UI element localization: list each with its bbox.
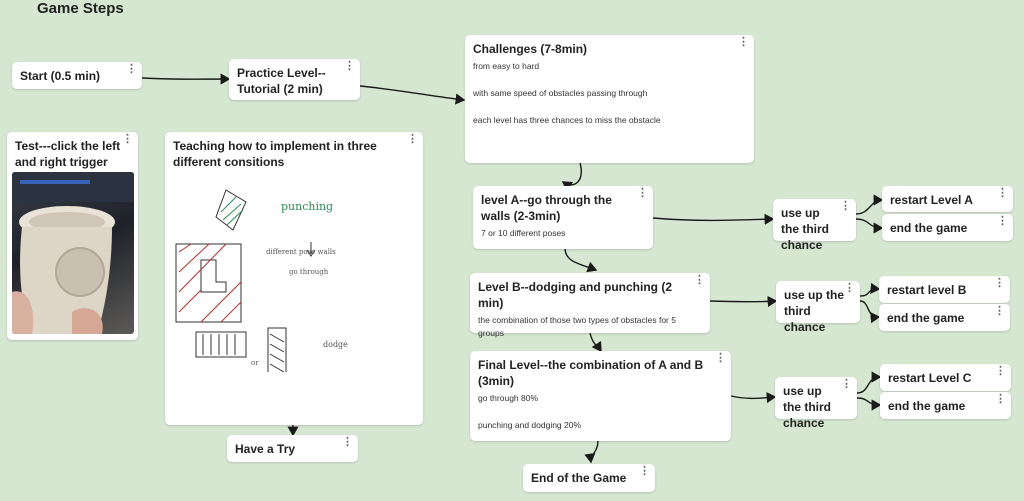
node-end-a-title: end the game bbox=[890, 221, 968, 235]
node-final-title: Final Level--the combination of A and B … bbox=[478, 358, 704, 388]
node-challenges-title: Challenges (7-8min) bbox=[473, 42, 588, 56]
node-final[interactable]: Final Level--the combination of A and B … bbox=[470, 351, 731, 441]
arrow-final-end bbox=[584, 440, 599, 464]
node-end-c-title: end the game bbox=[888, 399, 966, 413]
node-end-c[interactable]: end the game ⋮ bbox=[880, 392, 1011, 419]
node-chance-b[interactable]: use up the third chance ⋮ bbox=[776, 281, 860, 334]
node-chance-a-title: use up the third chance bbox=[781, 206, 829, 252]
node-restart-b-title: restart level B bbox=[887, 283, 967, 297]
node-practice-title: Practice Level--Tutorial (2 min) bbox=[237, 66, 326, 96]
sketch-walls: different pose walls bbox=[266, 248, 336, 256]
arrow-levelB-chanceB bbox=[708, 295, 778, 308]
arrow-levelA-levelB bbox=[564, 247, 598, 273]
node-practice[interactable]: Practice Level--Tutorial (2 min) ⋮ bbox=[229, 59, 360, 100]
node-test[interactable]: Test---click the left and right trigger … bbox=[7, 132, 138, 340]
final-line-2: punching and dodging 20% bbox=[478, 420, 582, 430]
node-end-b-title: end the game bbox=[887, 311, 965, 325]
more-options-icon[interactable]: ⋮ bbox=[344, 60, 355, 72]
more-options-icon[interactable]: ⋮ bbox=[715, 352, 726, 364]
arrow-start-practice bbox=[141, 73, 231, 85]
board-title: Game Steps bbox=[37, 0, 124, 17]
arrow-final-chanceC bbox=[730, 391, 777, 404]
arrow-chanceA-endA bbox=[855, 218, 884, 234]
node-chance-b-title: use up the third chance bbox=[784, 288, 845, 334]
more-options-icon[interactable]: ⋮ bbox=[994, 305, 1005, 317]
more-options-icon[interactable]: ⋮ bbox=[694, 274, 705, 286]
arrow-chanceC-restartC bbox=[856, 371, 882, 394]
sketch-or: or bbox=[251, 359, 259, 367]
arrow-levelB-final bbox=[589, 332, 602, 353]
node-end-a[interactable]: end the game ⋮ bbox=[882, 214, 1013, 241]
arrow-chanceB-endB bbox=[859, 300, 881, 324]
arrow-chanceA-restartA bbox=[855, 194, 884, 215]
node-level-b-title: Level B--dodging and punching (2 min) bbox=[478, 280, 672, 310]
sketch-punching: punching bbox=[281, 200, 333, 213]
more-options-icon[interactable]: ⋮ bbox=[844, 282, 855, 294]
more-options-icon[interactable]: ⋮ bbox=[840, 200, 851, 212]
challenges-line-1: from easy to hard bbox=[473, 61, 540, 71]
more-options-icon[interactable]: ⋮ bbox=[997, 187, 1008, 199]
node-end-b[interactable]: end the game ⋮ bbox=[879, 304, 1010, 331]
node-start-title: Start (0.5 min) bbox=[20, 69, 101, 83]
node-chance-c[interactable]: use up the third chance ⋮ bbox=[775, 377, 857, 430]
node-try-title: Have a Try bbox=[235, 442, 296, 456]
more-options-icon[interactable]: ⋮ bbox=[342, 436, 353, 448]
node-test-title: Test---click the left and right trigger bbox=[15, 139, 121, 169]
node-level-a-title: level A--go through the walls (2-3min) bbox=[481, 193, 612, 223]
more-options-icon[interactable]: ⋮ bbox=[997, 215, 1008, 227]
more-options-icon[interactable]: ⋮ bbox=[126, 63, 137, 75]
final-line-1: go through 80% bbox=[478, 393, 539, 403]
node-teaching-title: Teaching how to implement in three diffe… bbox=[173, 139, 377, 169]
node-restart-a[interactable]: restart Level A ⋮ bbox=[882, 186, 1013, 212]
more-options-icon[interactable]: ⋮ bbox=[639, 465, 650, 477]
more-options-icon[interactable]: ⋮ bbox=[407, 133, 418, 145]
node-try[interactable]: Have a Try ⋮ bbox=[227, 435, 358, 462]
more-options-icon[interactable]: ⋮ bbox=[841, 378, 852, 390]
sketch-through: go through bbox=[289, 268, 329, 276]
level-a-line-1: 7 or 10 different poses bbox=[481, 228, 566, 238]
arrow-chanceB-restartB bbox=[859, 282, 881, 297]
arrow-practice-challenges bbox=[359, 85, 466, 105]
sketch-dodge: dodge bbox=[323, 340, 348, 349]
node-chance-a[interactable]: use up the third chance ⋮ bbox=[773, 199, 856, 252]
more-options-icon[interactable]: ⋮ bbox=[738, 36, 749, 48]
node-teaching[interactable]: Teaching how to implement in three diffe… bbox=[165, 132, 423, 425]
more-options-icon[interactable]: ⋮ bbox=[637, 187, 648, 199]
controller-photo bbox=[12, 172, 134, 334]
more-options-icon[interactable]: ⋮ bbox=[995, 393, 1006, 405]
challenges-line-2: with same speed of obstacles passing thr… bbox=[473, 88, 648, 98]
more-options-icon[interactable]: ⋮ bbox=[122, 133, 133, 145]
node-level-b[interactable]: Level B--dodging and punching (2 min) th… bbox=[470, 273, 710, 338]
node-restart-b[interactable]: restart level B ⋮ bbox=[879, 276, 1010, 303]
level-b-line-1: the combination of those two types of ob… bbox=[478, 315, 676, 338]
node-restart-c[interactable]: restart Level C ⋮ bbox=[880, 364, 1011, 391]
pose-sketch: punching different pose walls go through… bbox=[175, 189, 348, 372]
node-start[interactable]: Start (0.5 min) ⋮ bbox=[12, 62, 142, 89]
node-end[interactable]: End of the Game ⋮ bbox=[523, 464, 655, 492]
more-options-icon[interactable]: ⋮ bbox=[995, 365, 1006, 377]
node-restart-c-title: restart Level C bbox=[888, 371, 972, 385]
arrow-challenges-levelA bbox=[561, 162, 582, 192]
node-chance-c-title: use up the third chance bbox=[783, 384, 831, 430]
arrow-chanceC-endC bbox=[856, 397, 882, 411]
more-options-icon[interactable]: ⋮ bbox=[994, 277, 1005, 289]
node-challenges[interactable]: Challenges (7-8min) from easy to hard wi… bbox=[465, 35, 754, 163]
challenges-line-3: each level has three chances to miss the… bbox=[473, 115, 661, 125]
node-restart-a-title: restart Level A bbox=[890, 193, 973, 207]
node-level-a[interactable]: level A--go through the walls (2-3min) 7… bbox=[473, 186, 653, 249]
arrow-levelA-chanceA bbox=[652, 213, 775, 225]
node-end-title: End of the Game bbox=[531, 471, 627, 485]
